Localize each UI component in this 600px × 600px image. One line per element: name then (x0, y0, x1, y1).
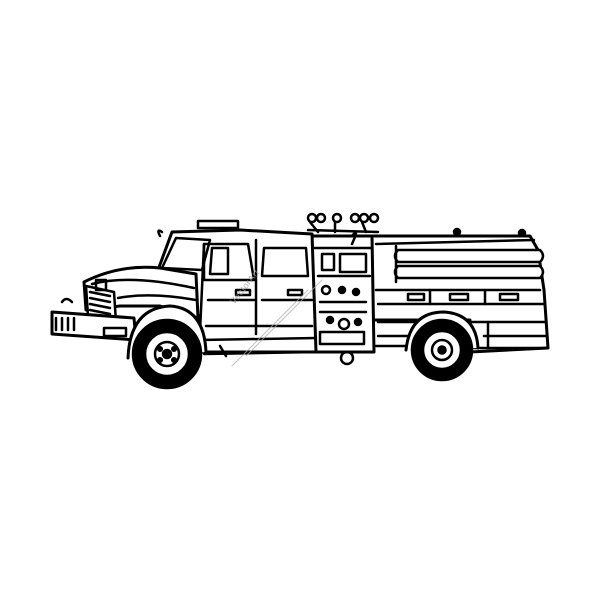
rear-wheel (404, 310, 480, 382)
watermark-lines (231, 279, 323, 367)
chassis (198, 336, 550, 358)
pump-panel (310, 231, 376, 366)
roof-lights (306, 212, 380, 234)
hose-rack (374, 227, 545, 284)
front-wheel (126, 304, 208, 390)
